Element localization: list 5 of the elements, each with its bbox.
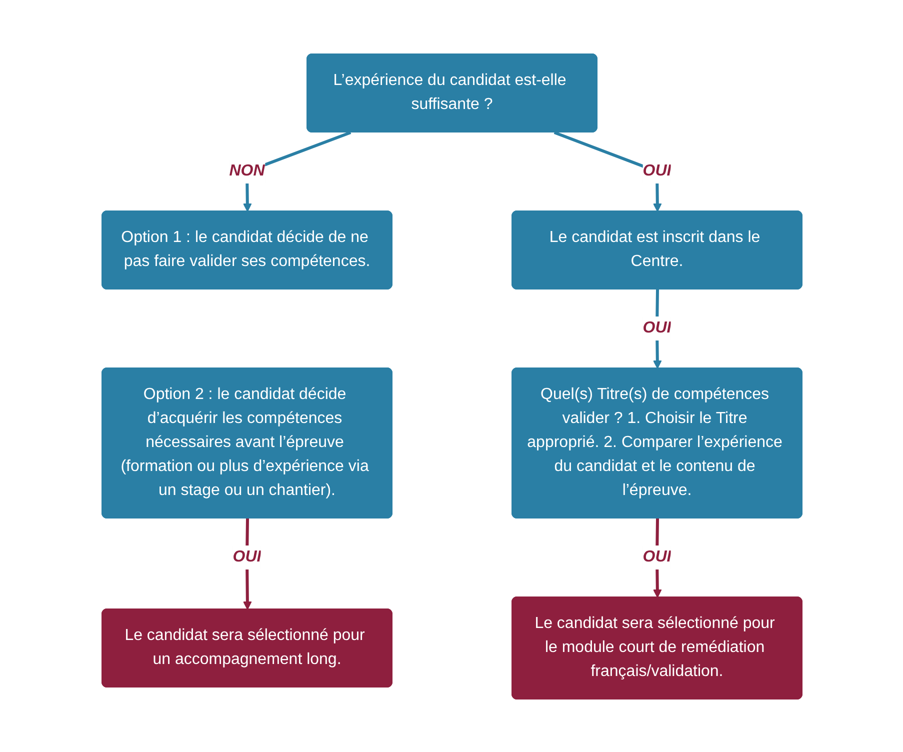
edge-label: NON: [228, 162, 264, 179]
edge-label: OUI: [642, 162, 671, 179]
edge-label: OUI: [642, 319, 671, 336]
edge-label: OUI: [232, 548, 261, 565]
edge-label: OUI: [642, 548, 671, 565]
